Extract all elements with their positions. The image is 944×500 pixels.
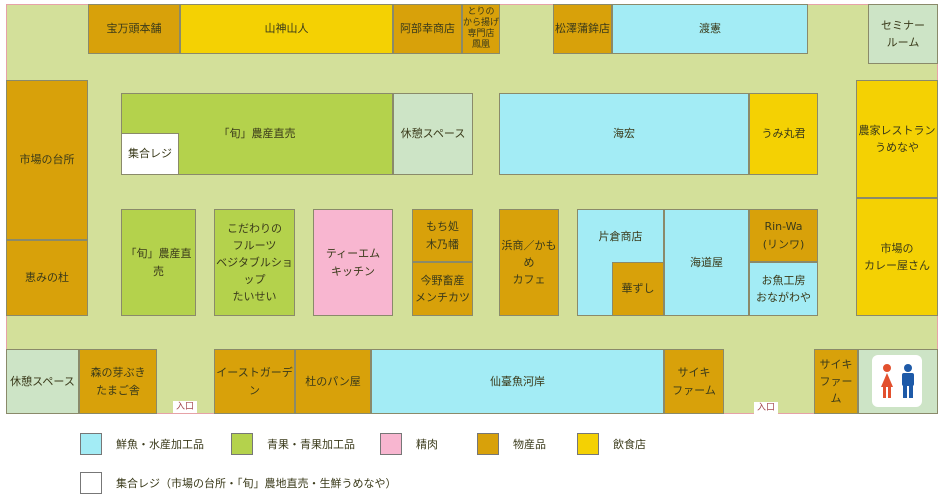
shop-umimaru[interactable]: うみ丸君: [749, 93, 818, 175]
shop-curry[interactable]: 市場の カレー屋さん: [856, 198, 938, 316]
shop-saiki-farm-2[interactable]: サイキ ファーム: [814, 349, 858, 414]
legend-label: 飲食店: [613, 438, 646, 451]
shop-sendai-uogashi[interactable]: 仙臺魚河岸: [371, 349, 664, 414]
shop-shun-small[interactable]: 「旬」農産直売: [121, 209, 196, 316]
shop-east-garden[interactable]: イーストガーデン: [214, 349, 295, 414]
shop-megumi[interactable]: 恵みの杜: [6, 240, 88, 316]
legend-item-register: 集合レジ（市場の台所・「旬」農地直売・生鮮うめなや）: [80, 471, 397, 495]
legend-item-fish: 鮮魚・水産加工品: [80, 432, 204, 456]
shop-onagawaya[interactable]: お魚工房 おながわや: [749, 262, 818, 316]
shop-konno[interactable]: 今野畜産 メンチカツ: [412, 262, 473, 316]
shop-mochi[interactable]: もち処 木乃幡: [412, 209, 473, 262]
shop-hanazushi[interactable]: 華ずし: [612, 262, 664, 316]
female-icon: [880, 364, 893, 398]
shop-kodawari[interactable]: こだわりの フルーツ ベジタブルショップ たいせい: [214, 209, 295, 316]
legend-swatch: [577, 433, 599, 455]
seminar-room[interactable]: セミナー ルーム: [868, 4, 938, 64]
shop-daidokoro[interactable]: 市場の台所: [6, 80, 88, 240]
shop-tm-kitchen[interactable]: ティーエム キッチン: [313, 209, 393, 316]
shop-karaage[interactable]: とりの から揚げ 専門店 鳳凰: [462, 4, 500, 54]
legend-label: 精肉: [416, 438, 438, 451]
legend-label: 集合レジ（市場の台所・「旬」農地直売・生鮮うめなや）: [116, 477, 397, 490]
shop-matsuzawa[interactable]: 松澤蒲鉾店: [553, 4, 612, 54]
male-icon: [901, 364, 914, 398]
shop-mori-pan[interactable]: 杜のパン屋: [295, 349, 371, 414]
legend-label: 鮮魚・水産加工品: [116, 438, 204, 451]
shop-kaiko[interactable]: 海宏: [499, 93, 749, 175]
rest-space-left[interactable]: 休憩スペース: [6, 349, 79, 414]
shop-kaidouya[interactable]: 海道屋: [664, 209, 749, 316]
shop-saiki-farm-1[interactable]: サイキ ファーム: [664, 349, 724, 414]
shop-abe[interactable]: 阿部幸商店: [393, 4, 462, 54]
legend-label: 青果・青果加工品: [267, 438, 355, 451]
shop-watanabe[interactable]: 渡憲: [612, 4, 808, 54]
legend-swatch: [477, 433, 499, 455]
legend-label: 物産品: [513, 438, 546, 451]
toilet[interactable]: [872, 355, 922, 407]
legend-item-products: 物産品: [477, 432, 546, 456]
shared-register[interactable]: 集合レジ: [121, 133, 179, 175]
rest-space-center[interactable]: 休憩スペース: [393, 93, 473, 175]
legend-item-veg: 青果・青果加工品: [231, 432, 355, 456]
legend-swatch: [80, 472, 102, 494]
shop-morinome[interactable]: 森の芽ぶき たまご舎: [79, 349, 157, 414]
entrance-right[interactable]: 入口: [754, 402, 778, 414]
entrance-left[interactable]: 入口: [173, 401, 197, 413]
shop-hamasho[interactable]: 浜商／かもめ カフェ: [499, 209, 559, 316]
shop-takaramanju[interactable]: 宝万頭本舗: [88, 4, 180, 54]
legend-item-meat: 精肉: [380, 432, 438, 456]
shop-rinwa[interactable]: Rin-Wa (リンワ): [749, 209, 818, 262]
legend-item-food: 飲食店: [577, 432, 646, 456]
legend-swatch: [80, 433, 102, 455]
shop-umenaya[interactable]: 農家レストラン うめなや: [856, 80, 938, 198]
legend-swatch: [231, 433, 253, 455]
legend-swatch: [380, 433, 402, 455]
shop-sanjin[interactable]: 山神山人: [180, 4, 393, 54]
